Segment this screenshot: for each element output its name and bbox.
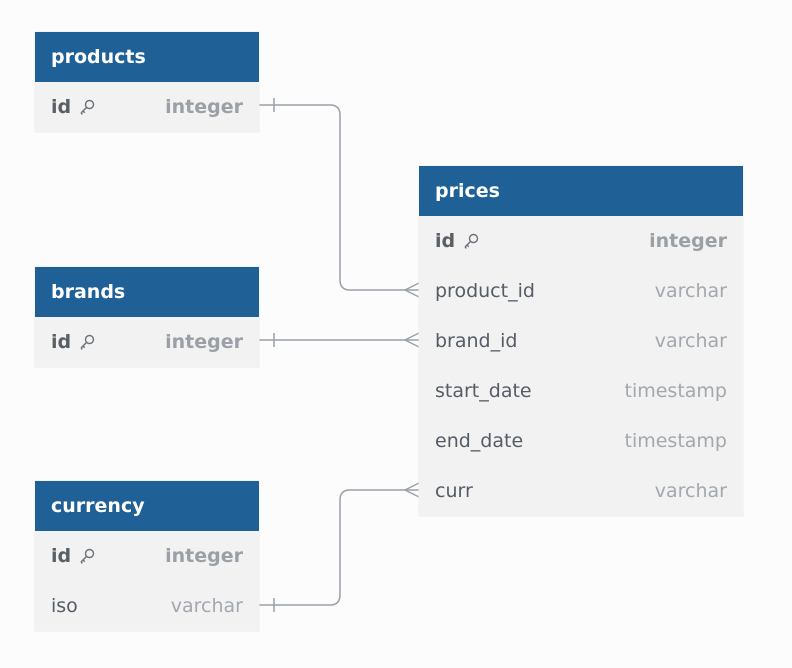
key-icon [78, 333, 96, 351]
table-currency[interactable]: currency id integer iso varchar [35, 481, 259, 631]
field-type: varchar [654, 480, 727, 502]
field-row[interactable]: start_date timestamp [419, 366, 743, 416]
field-row[interactable]: iso varchar [35, 581, 259, 631]
field-name: id [435, 230, 456, 252]
field-name: id [51, 331, 72, 353]
key-icon [78, 547, 96, 565]
field-type: timestamp [624, 430, 728, 452]
field-name: curr [435, 480, 473, 502]
relationship-products-prices [259, 104, 419, 291]
field-row[interactable]: curr varchar [419, 466, 743, 516]
key-icon [462, 232, 480, 250]
key-icon [78, 98, 96, 116]
field-type: integer [165, 545, 243, 567]
table-products[interactable]: products id integer [35, 32, 259, 132]
table-prices[interactable]: prices id integer product_id varchar bra… [419, 166, 743, 516]
field-row[interactable]: id integer [35, 531, 259, 581]
field-type: timestamp [624, 380, 728, 402]
field-name: start_date [435, 380, 532, 402]
field-name: iso [51, 595, 78, 617]
field-name: end_date [435, 430, 524, 452]
field-type: integer [165, 96, 243, 118]
field-row[interactable]: end_date timestamp [419, 416, 743, 466]
field-name: product_id [435, 280, 535, 302]
table-brands[interactable]: brands id integer [35, 267, 259, 367]
field-row[interactable]: id integer [35, 317, 259, 367]
field-type: integer [649, 230, 727, 252]
field-row[interactable]: id integer [35, 82, 259, 132]
field-name: brand_id [435, 330, 518, 352]
field-row[interactable]: id integer [419, 216, 743, 266]
field-row[interactable]: brand_id varchar [419, 316, 743, 366]
many-marker [404, 282, 420, 298]
table-header[interactable]: currency [35, 481, 259, 531]
field-name: id [51, 545, 72, 567]
table-header[interactable]: brands [35, 267, 259, 317]
field-name: id [51, 96, 72, 118]
many-marker [404, 482, 420, 498]
relationship-currency-prices [259, 489, 419, 606]
field-row[interactable]: product_id varchar [419, 266, 743, 316]
field-type: integer [165, 331, 243, 353]
table-header[interactable]: prices [419, 166, 743, 216]
many-marker [404, 332, 420, 348]
table-header[interactable]: products [35, 32, 259, 82]
field-type: varchar [654, 280, 727, 302]
field-type: varchar [170, 595, 243, 617]
field-type: varchar [654, 330, 727, 352]
